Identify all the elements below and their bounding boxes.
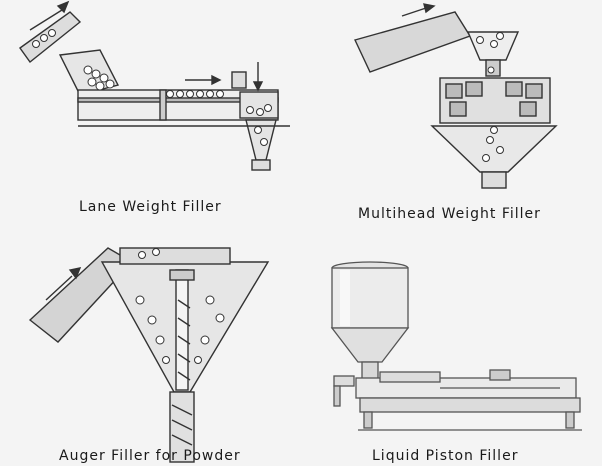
auger-filler-caption: Auger Filler for Powder <box>59 448 241 464</box>
liquid-piston-filler-caption: Liquid Piston Filler <box>372 448 519 464</box>
lane-weight-filler-caption: Lane Weight Filler <box>79 199 222 215</box>
multihead-weight-filler-caption: Multihead Weight Filler <box>358 206 541 222</box>
